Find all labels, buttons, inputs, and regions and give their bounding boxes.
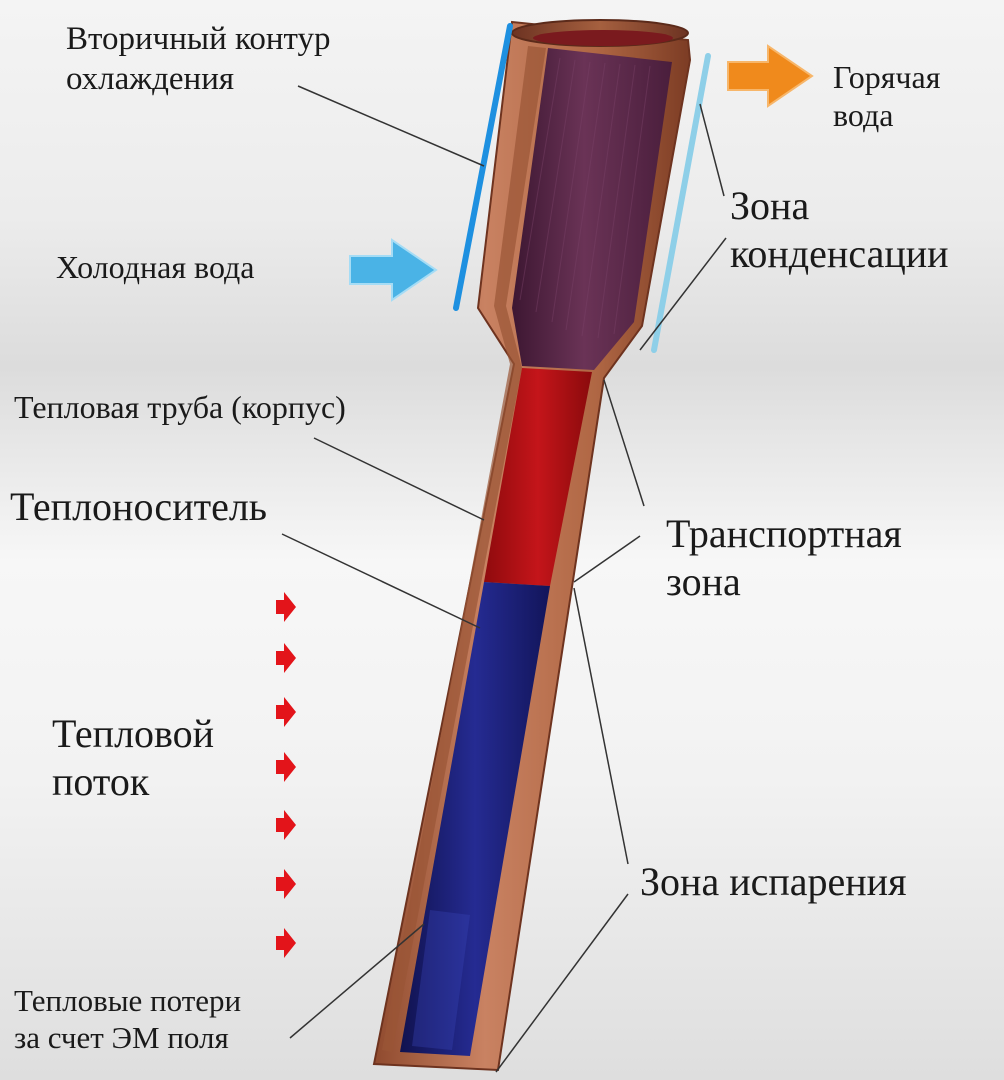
label-em-losses: Тепловые потери за счет ЭМ поля [14, 982, 241, 1056]
label-condensation-zone: Зона конденсации [730, 182, 949, 278]
pipe-top-opening [533, 30, 673, 46]
label-line: охлаждения [66, 60, 235, 97]
leader-coolant [281, 533, 481, 629]
heat-flux-arrows [276, 592, 296, 958]
heat-flux-arrow [276, 697, 296, 727]
label-coolant: Теплоноситель [10, 484, 268, 529]
vapor-texture [519, 57, 651, 339]
leader-evaporation-top [573, 587, 629, 865]
label-line: за счет ЭМ поля [14, 1020, 229, 1056]
label-heat-flux: Тепловой поток [52, 710, 214, 806]
coolant-hot-column [484, 368, 592, 586]
leader-lines [281, 85, 727, 1073]
label-line: конденсации [730, 231, 949, 276]
vapor-chamber [512, 48, 672, 370]
label-secondary-cooling-loop: Вторичный контур охлаждения [66, 20, 331, 99]
leader-pipe-body [313, 437, 485, 521]
hot-water-arrow [727, 44, 814, 108]
label-line: Зона [730, 183, 810, 228]
leader-transport-bottom [573, 535, 641, 583]
label-pipe-body: Тепловая труба (корпус) [14, 389, 346, 425]
leader-transport-top [603, 379, 645, 507]
label-line: вода [833, 97, 894, 134]
label-line: Горячая [833, 59, 941, 95]
label-hot-water: Горячая вода [833, 58, 940, 135]
label-transport-zone: Транспортная зона [666, 510, 902, 606]
label-line: поток [52, 759, 150, 804]
leader-condensation-bottom [639, 237, 727, 351]
heat-flux-arrow [276, 752, 296, 782]
cold-water-arrow [349, 238, 438, 302]
label-cold-water: Холодная вода [56, 249, 255, 285]
heat-flux-arrow [276, 869, 296, 899]
label-line: Вторичный контур [66, 21, 331, 57]
leader-secondary-loop [297, 85, 485, 167]
heat-flux-arrow [276, 643, 296, 673]
leader-condensation-top [699, 103, 725, 197]
label-line: Тепловые потери [14, 983, 242, 1018]
label-line: Тепловой [52, 711, 215, 756]
leader-em-losses [289, 923, 425, 1039]
cooling-loop-line-right [651, 53, 711, 353]
label-line: зона [666, 559, 741, 604]
cooling-loop-line-left [453, 23, 513, 311]
label-line: Транспортная [666, 511, 902, 556]
heat-flux-arrow [276, 592, 296, 622]
heat-flux-arrow [276, 810, 296, 840]
heat-flux-arrow [276, 928, 296, 958]
coolant-cold-column [400, 582, 550, 1056]
leader-evaporation-bottom [495, 893, 629, 1073]
coolant-cold-highlight [412, 910, 470, 1050]
pipe-inner-wall [382, 46, 546, 1052]
label-evaporation-zone: Зона испарения [640, 859, 907, 904]
